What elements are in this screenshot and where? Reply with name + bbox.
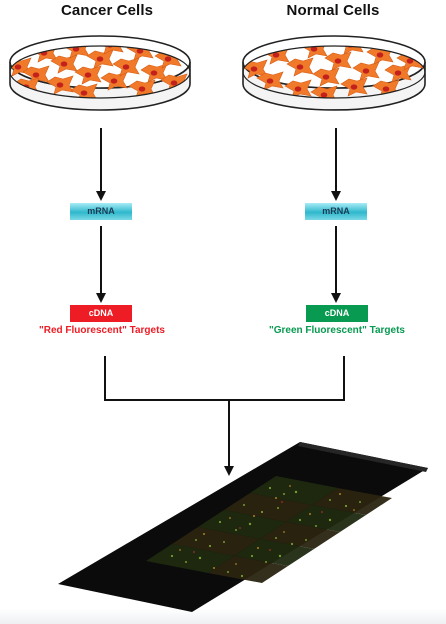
mrna-label-right: mRNA xyxy=(305,203,367,220)
title-cancer-cells: Cancer Cells xyxy=(60,2,154,19)
petri-dish-normal xyxy=(242,35,426,111)
merge-connector xyxy=(104,356,345,401)
cdna-label-green: cDNA xyxy=(306,305,368,322)
cdna-label-red: cDNA xyxy=(70,305,132,322)
microarray-spot-grid xyxy=(146,476,392,583)
mrna-label-left: mRNA xyxy=(70,203,132,220)
red-fluorescent-targets-label: "Red Fluorescent" Targets xyxy=(39,325,165,336)
petri-dish-cancer xyxy=(9,35,191,111)
microarray-slide xyxy=(58,442,428,612)
green-fluorescent-targets-label: "Green Fluorescent" Targets xyxy=(268,325,405,336)
title-normal-cells: Normal Cells xyxy=(286,2,380,19)
bottom-edge-shade xyxy=(0,608,446,624)
